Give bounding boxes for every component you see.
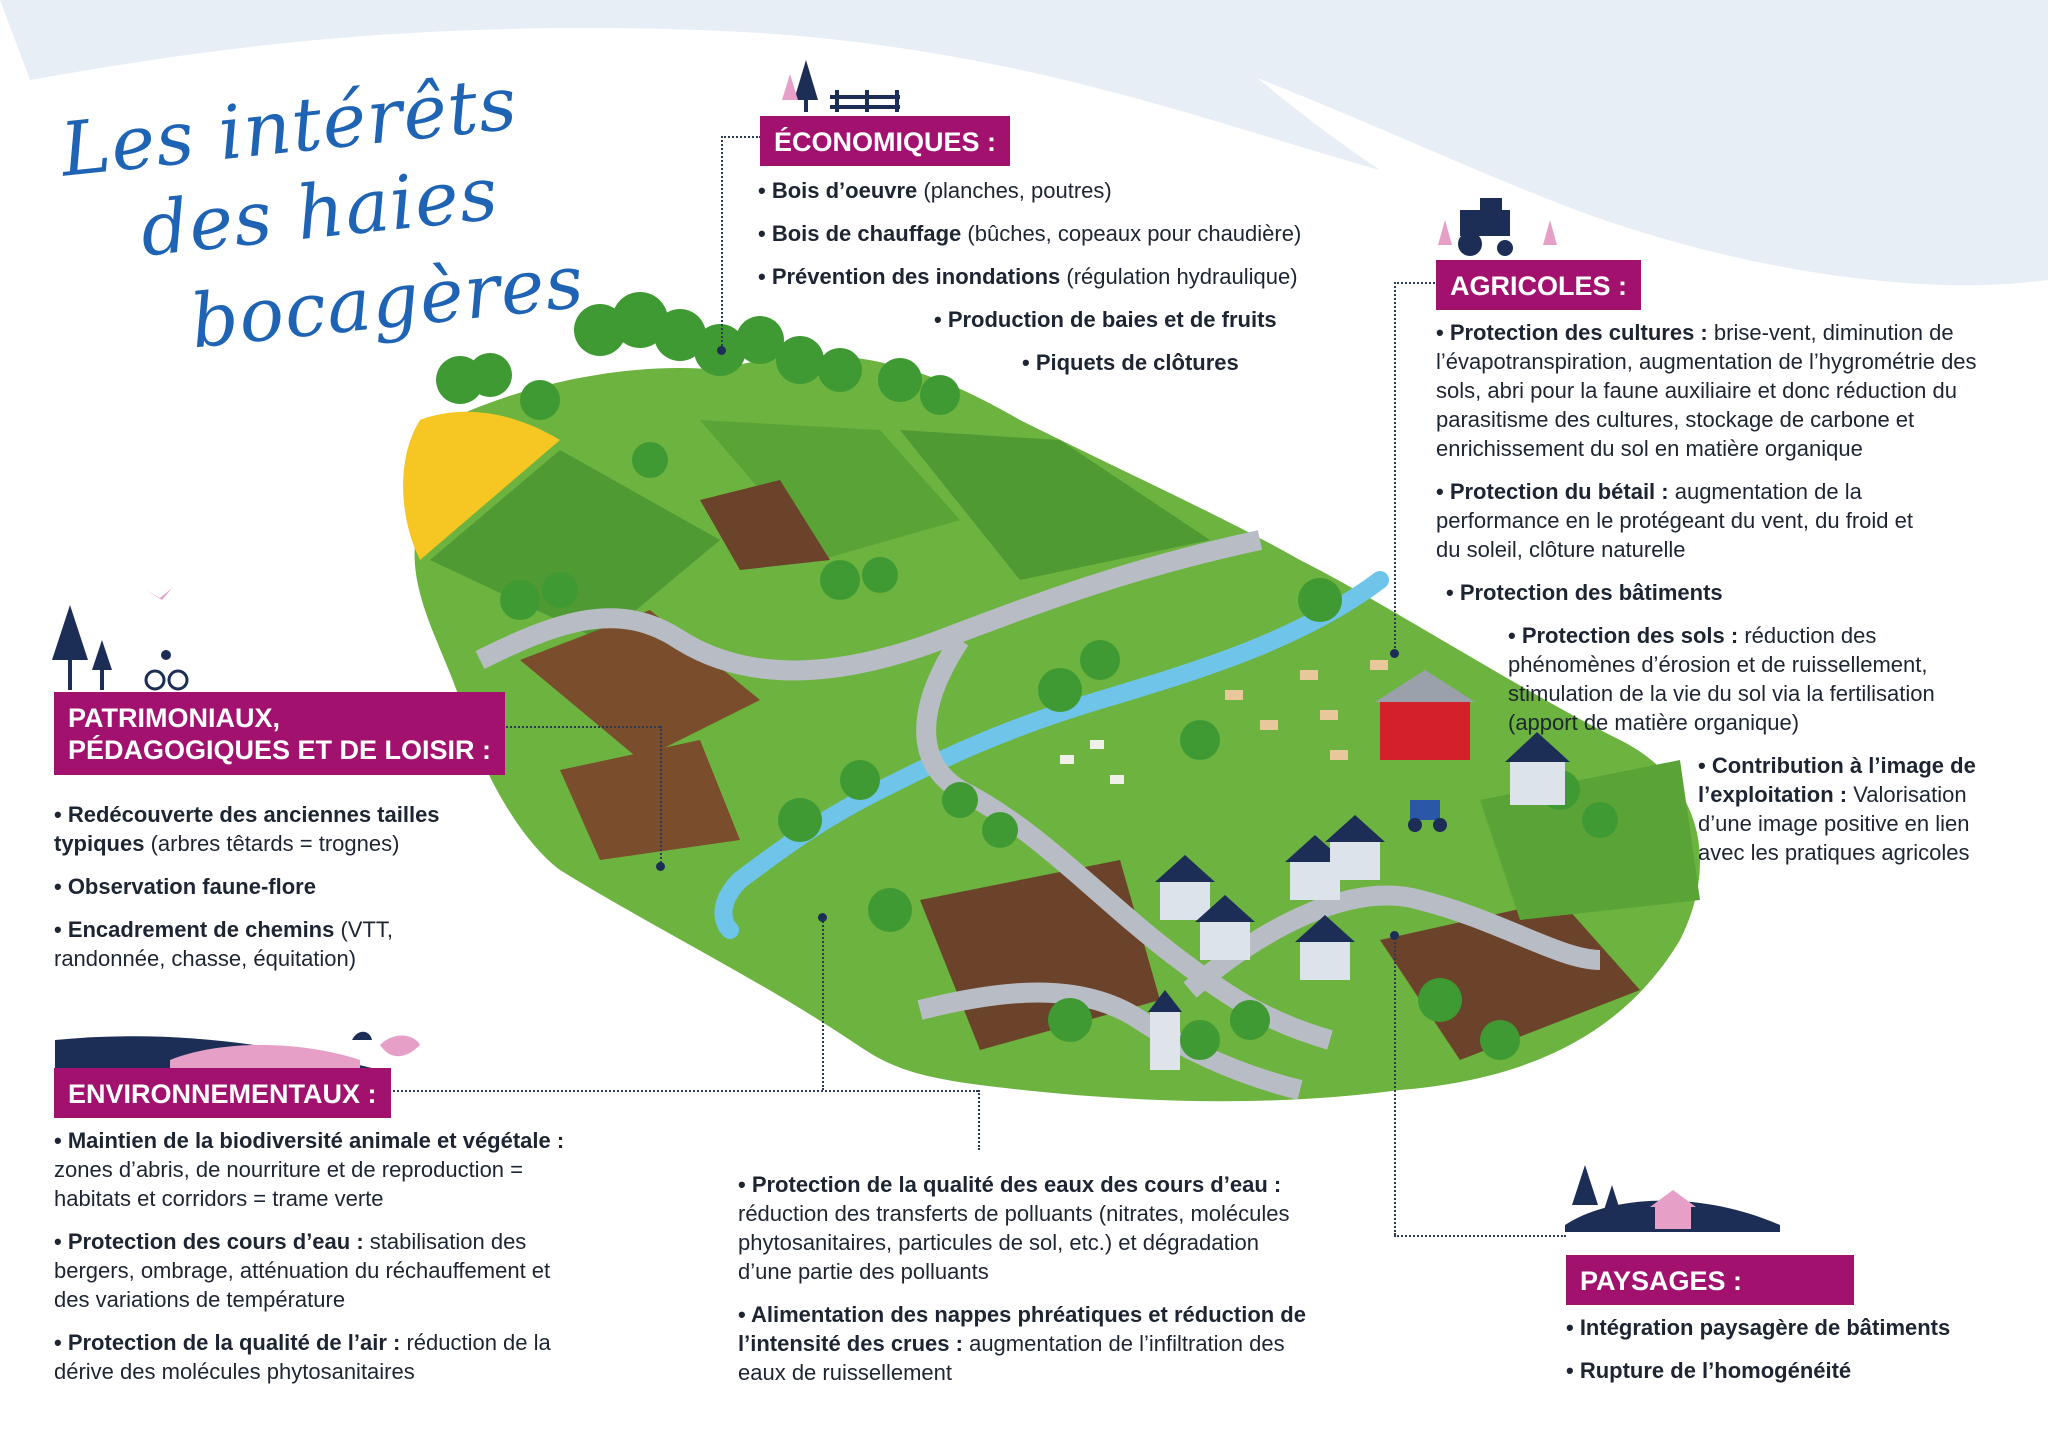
leader-line-environnementaux bbox=[378, 1090, 978, 1092]
road bbox=[475, 530, 1263, 681]
leader-dot-patrimoniaux bbox=[656, 862, 665, 871]
icon-trees-patrimoniaux bbox=[52, 588, 189, 691]
header-paysages: PAYSAGES : bbox=[1566, 1255, 1854, 1306]
list-economiques: • Bois d’oeuvre (planches, poutres) • Bo… bbox=[758, 176, 1358, 391]
header-economiques: ÉCONOMIQUES : bbox=[760, 116, 1011, 167]
list-paysages: • Intégration paysagère de bâtiments • R… bbox=[1566, 1313, 2026, 1399]
wheat-field bbox=[403, 411, 560, 560]
list-patrimoniaux: • Redécouverte des anciennes tailles typ… bbox=[54, 800, 474, 987]
header-agricoles: AGRICOLES : bbox=[1436, 260, 1642, 311]
list-item: • Alimentation des nappes phréatiques et… bbox=[738, 1302, 1306, 1385]
tree-clusters bbox=[436, 292, 1618, 1060]
icon-tractor-agricoles bbox=[1438, 198, 1557, 256]
list-item: • Contribution à l’image de l’exploitati… bbox=[1698, 753, 1976, 865]
header-patrimoniaux-line-2: PÉDAGOGIQUES ET DE LOISIR : bbox=[68, 735, 492, 766]
list-item: • Encadrement de chemins (VTT, randonnée… bbox=[54, 917, 394, 971]
list-item: • Maintien de la biodiversité animale et… bbox=[54, 1128, 565, 1211]
list-item: • Rupture de l’homogénéité bbox=[1566, 1358, 1852, 1383]
road-3 bbox=[917, 982, 1303, 1100]
leader-line-economiques bbox=[721, 136, 723, 350]
list-item: • Protection des cours d’eau : stabilisa… bbox=[54, 1229, 551, 1312]
village-houses bbox=[1155, 732, 1570, 980]
icon-landscape-paysages bbox=[1565, 1165, 1780, 1232]
list-item: • Prévention des inondations (régulation… bbox=[758, 264, 1298, 289]
crop-field-5 bbox=[700, 480, 830, 570]
list-item: • Observation faune-flore bbox=[54, 874, 316, 899]
list-item: • Protection du bétail : augmentation de… bbox=[1436, 479, 1913, 562]
list-eaux: • Protection de la qualité des eaux des … bbox=[738, 1170, 1308, 1401]
crop-field-2 bbox=[520, 610, 760, 760]
leader-dot-agricoles bbox=[1390, 649, 1399, 658]
leader-dot-eaux bbox=[818, 913, 827, 922]
list-item: • Protection des bâtiments bbox=[1446, 580, 1723, 605]
list-item: • Protection des sols : réduction des ph… bbox=[1508, 623, 1935, 735]
river bbox=[714, 571, 1389, 939]
list-item: • Production de baies et de fruits bbox=[934, 307, 1277, 332]
leader-line-paysages-h bbox=[1394, 1235, 1566, 1237]
list-item: • Protection de la qualité des eaux des … bbox=[738, 1172, 1290, 1284]
list-item: • Protection de la qualité de l’air : ré… bbox=[54, 1330, 551, 1384]
tractor bbox=[1408, 800, 1447, 832]
leader-line-agricoles bbox=[1394, 282, 1396, 652]
plowed-field-1 bbox=[560, 740, 740, 860]
leader-dot-economiques bbox=[717, 346, 726, 355]
icon-leaf-environnementaux bbox=[55, 1031, 420, 1072]
header-environnementaux: ENVIRONNEMENTAUX : bbox=[54, 1068, 391, 1119]
icon-trees-economiques bbox=[782, 60, 900, 112]
list-item: • Redécouverte des anciennes tailles typ… bbox=[54, 802, 440, 856]
road-2 bbox=[916, 634, 1333, 1050]
header-patrimoniaux: PATRIMONIAUX, PÉDAGOGIQUES ET DE LOISIR … bbox=[54, 692, 506, 775]
leader-line-eaux bbox=[822, 918, 824, 1090]
leader-line-environnementaux-v bbox=[978, 1090, 980, 1150]
leader-dot-paysages bbox=[1390, 931, 1399, 940]
windmill bbox=[1148, 990, 1182, 1070]
road-4 bbox=[1183, 885, 1601, 998]
leader-line-economiques-h bbox=[721, 136, 761, 138]
list-environnementaux: • Maintien de la biodiversité animale et… bbox=[54, 1126, 574, 1400]
leader-line-patrimoniaux bbox=[478, 726, 660, 728]
crop-field-4 bbox=[900, 430, 1210, 580]
leader-line-agricoles-h bbox=[1394, 282, 1438, 284]
list-item: • Protection des cultures : brise-vent, … bbox=[1436, 320, 1977, 461]
list-agricoles: • Protection des cultures : brise-vent, … bbox=[1436, 318, 1996, 881]
crop-field-3 bbox=[700, 420, 960, 560]
list-item: • Piquets de clôtures bbox=[1022, 350, 1239, 375]
sheep bbox=[1060, 740, 1124, 784]
leader-line-patrimoniaux-v bbox=[660, 726, 662, 866]
list-item: • Bois d’oeuvre (planches, poutres) bbox=[758, 178, 1112, 203]
cattle bbox=[1225, 660, 1388, 760]
list-item: • Bois de chauffage (bûches, copeaux pou… bbox=[758, 221, 1302, 246]
list-item: • Intégration paysagère de bâtiments bbox=[1566, 1315, 1951, 1340]
red-barn bbox=[1375, 670, 1475, 760]
leader-line-paysages bbox=[1394, 935, 1396, 1235]
header-patrimoniaux-line-1: PATRIMONIAUX, bbox=[68, 703, 280, 733]
